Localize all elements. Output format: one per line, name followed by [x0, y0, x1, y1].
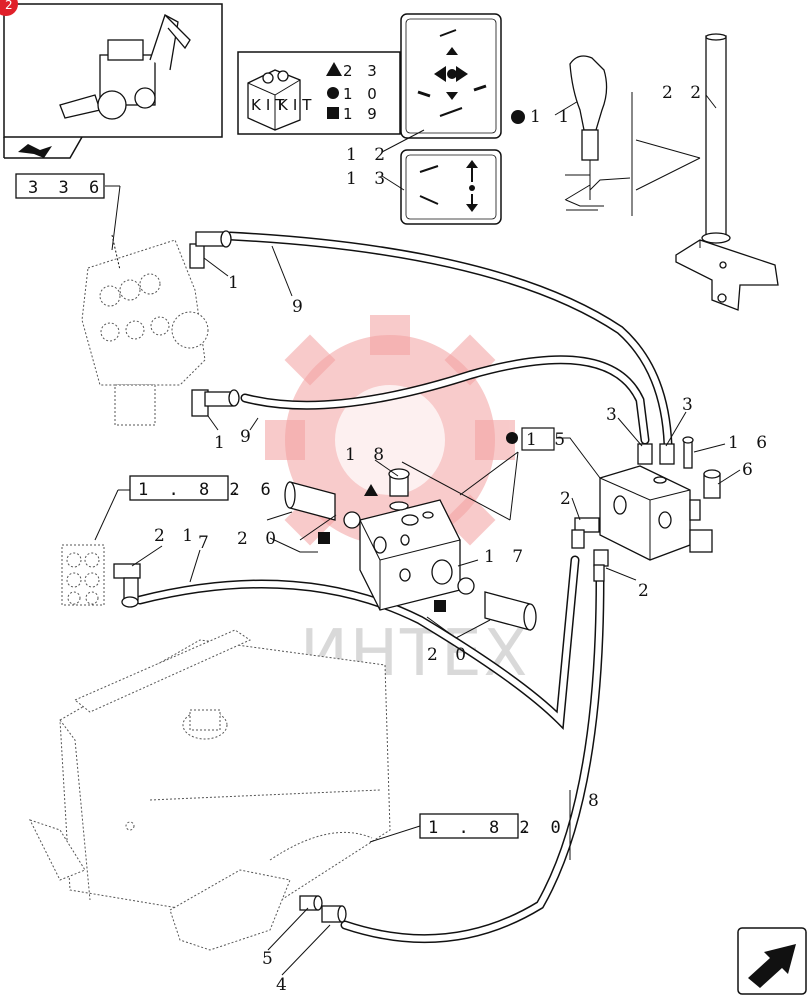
label-16: 1 6: [728, 433, 773, 453]
svg-text:2: 2: [5, 0, 13, 12]
svg-text:. 6: . 6: [230, 480, 276, 500]
adapter-fitting-5: [299, 895, 323, 911]
label-9-upper: 9: [292, 297, 309, 317]
svg-text:1 5: 1 5: [526, 430, 571, 450]
circle-symbol: [327, 87, 339, 99]
svg-text:KIT: KIT: [251, 96, 289, 114]
label-6: 6: [742, 460, 759, 480]
svg-text:1 . 8 2: 1 . 8 2: [138, 480, 245, 500]
svg-text:3 3 6: 3 3 6: [28, 178, 104, 198]
lever-post: [675, 33, 779, 311]
previous-page-arrow-icon[interactable]: [18, 144, 52, 158]
square-symbol: [327, 107, 339, 119]
joystick-handle: [564, 55, 701, 216]
plug-18: [388, 468, 410, 511]
part-labels: 1 1 9 9 2 1 7 2 0 2 0 1 8 1 7 8 5 4 3 3 …: [154, 83, 773, 995]
svg-text:KIT: KIT: [278, 96, 316, 114]
triangle-symbol: [326, 62, 342, 76]
valve-block-17: [359, 499, 461, 611]
hydraulic-tank-ghost: [29, 629, 391, 951]
label-8: 8: [588, 791, 605, 811]
label-2-upper: 2: [560, 489, 577, 509]
decal-13: [400, 149, 502, 225]
next-page-arrow-icon[interactable]: [737, 927, 807, 995]
selector-valve: [599, 465, 713, 561]
main-control-valve-ghost: [81, 234, 209, 426]
cartridge-20-right: [457, 577, 537, 631]
label-22: 2 2: [662, 83, 707, 103]
fitting-3-right: [659, 443, 675, 465]
label-3-left: 3: [606, 405, 623, 425]
kit-legend: KIT KIT 2 3 1 0 1 9: [237, 51, 401, 135]
auxiliary-valve-ghost: [61, 544, 105, 606]
joystick-callout: 1 1: [511, 99, 581, 127]
leader-lines: [94, 94, 741, 976]
svg-text:1 1: 1 1: [530, 107, 575, 127]
svg-text:. 0: . 0: [520, 818, 566, 838]
backhoe-loader-thumbnail: [59, 14, 191, 120]
svg-text:1 . 8 2: 1 . 8 2: [428, 818, 535, 838]
label-3-right: 3: [682, 395, 699, 415]
kit-legend-square-value: 1 9: [343, 105, 382, 123]
label-5: 5: [262, 949, 279, 969]
square-symbol-20a: [318, 532, 330, 544]
label-12: 1 2: [346, 145, 391, 165]
fitting-6: [703, 469, 721, 499]
label-20-right: 2 0: [427, 645, 472, 665]
label-1-lower: 1: [214, 433, 231, 453]
kit-box-icon: KIT KIT: [247, 69, 316, 131]
cartridge-20-left: [284, 481, 361, 529]
kit-legend-circle-value: 1 0: [343, 85, 382, 103]
label-17: 1 7: [484, 547, 529, 567]
reference-box-1-82-6[interactable]: 1 . 8 2 . 6: [129, 475, 276, 501]
label-20-left: 2 0: [237, 529, 282, 549]
elbow-fitting-1-upper: [189, 230, 232, 269]
label-7: 7: [198, 533, 215, 553]
hose-9-upper: [225, 231, 673, 450]
kit-reference-15: 1 5: [506, 427, 571, 451]
label-4: 4: [276, 975, 293, 995]
label-21: 2 1: [154, 526, 199, 546]
elbow-fitting-21: [113, 563, 141, 608]
triangle-symbol-18: [364, 484, 378, 496]
fitting-2-upper: [571, 517, 600, 549]
decal-12: [400, 13, 502, 139]
screw-16: [682, 436, 694, 469]
page-badge: 2: [0, 0, 18, 16]
label-18: 1 8: [345, 445, 390, 465]
hose-9-lower: [240, 355, 650, 445]
elbow-fitting-1-lower: [191, 389, 240, 417]
label-2-lower: 2: [638, 581, 655, 601]
label-13: 1 3: [346, 169, 391, 189]
fitting-3-left: [637, 443, 653, 465]
label-1-upper: 1: [228, 273, 245, 293]
adapter-fitting-4: [321, 905, 347, 923]
kit-legend-triangle-value: 2 3: [343, 62, 382, 80]
fitting-2-lower: [593, 549, 609, 582]
reference-box-336[interactable]: 3 3 6: [15, 173, 105, 199]
hose-7: [135, 555, 580, 730]
reference-box-1-82-0[interactable]: 1 . 8 2 . 0: [419, 813, 566, 839]
square-symbol-20b: [434, 600, 446, 612]
hose-8: [340, 575, 605, 944]
label-9-lower: 9: [240, 427, 257, 447]
